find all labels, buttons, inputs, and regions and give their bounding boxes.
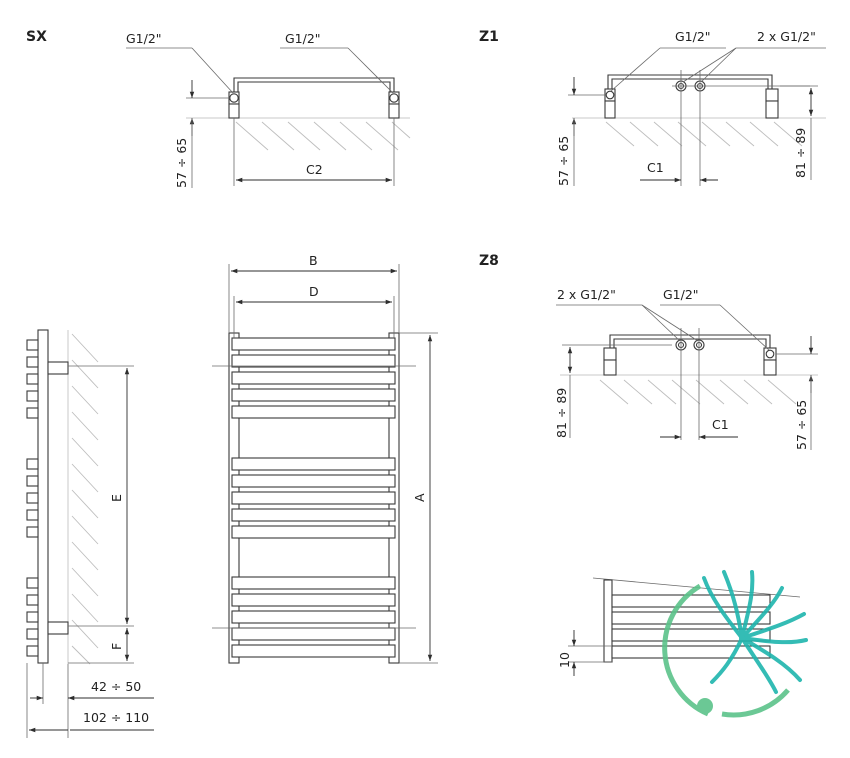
front-view: B D A xyxy=(212,253,438,664)
sx-g-label-right: G1/2" xyxy=(285,31,321,46)
z8-g-label: G1/2" xyxy=(663,287,699,302)
side-wall-hatch xyxy=(71,333,99,665)
z1-wall-hatch xyxy=(605,121,803,147)
side-post xyxy=(37,329,49,664)
z8-center-connectors xyxy=(675,339,705,351)
z8-wall-hatch xyxy=(599,379,797,405)
sx-right-valve xyxy=(388,91,400,119)
side-view: E F 42 ÷ 50 102 ÷ 110 xyxy=(26,329,154,738)
sx-height-dim: 57 ÷ 65 xyxy=(174,138,189,188)
a-label: A xyxy=(412,493,427,502)
side-dim-1-label: 42 ÷ 50 xyxy=(91,679,141,694)
z1-left-valve xyxy=(604,88,616,119)
b-label: B xyxy=(309,253,318,268)
front-rails xyxy=(231,337,396,658)
sx-leader-left xyxy=(191,47,234,94)
z8-left-block xyxy=(603,347,617,376)
z8-heading: Z8 xyxy=(479,253,499,269)
z1-g-label: G1/2" xyxy=(675,29,711,44)
z1-left-dim: 57 ÷ 65 xyxy=(556,136,571,186)
sx-pipe xyxy=(233,77,395,102)
z8-left-dim: 81 ÷ 89 xyxy=(554,388,569,438)
z8-leader-right xyxy=(719,304,770,351)
sx-c2-label: C2 xyxy=(306,162,323,177)
z8-right-dim: 57 ÷ 65 xyxy=(794,400,809,450)
z8-c1-label: C1 xyxy=(712,417,729,432)
side-dim-2-label: 102 ÷ 110 xyxy=(83,710,149,725)
z1-right-block xyxy=(765,88,779,119)
detail-rails xyxy=(611,594,771,659)
z8-pipe xyxy=(609,334,771,348)
sx-heading: SX xyxy=(26,29,47,45)
z1-c1-label: C1 xyxy=(647,160,664,175)
z8-g-double-label: 2 x G1/2" xyxy=(557,287,616,302)
sx-section: SX G1/2" G1/2" xyxy=(26,29,411,188)
z8-right-valve xyxy=(763,347,777,376)
e-label: E xyxy=(109,494,124,502)
d-label: D xyxy=(309,284,319,299)
f-label: F xyxy=(109,643,124,650)
side-rail-stubs xyxy=(26,339,39,657)
z1-right-dim: 81 ÷ 89 xyxy=(793,128,808,178)
watermark-logo xyxy=(662,570,808,718)
sx-left-valve xyxy=(228,91,240,119)
side-bracket-bottom xyxy=(47,621,69,635)
z1-leader-left xyxy=(610,47,661,92)
z1-section: Z1 xyxy=(479,29,826,186)
z1-pipe xyxy=(607,74,773,90)
side-bracket-top xyxy=(47,361,69,375)
z1-g-double-label: 2 x G1/2" xyxy=(757,29,816,44)
z1-heading: Z1 xyxy=(479,29,499,45)
detail-dim-label: 10 xyxy=(557,652,572,668)
z8-section: Z8 xyxy=(479,253,818,450)
detail-view: 10 xyxy=(557,577,801,676)
sx-g-label-left: G1/2" xyxy=(126,31,162,46)
sx-leader-right xyxy=(347,47,394,94)
sx-wall-hatch xyxy=(235,121,411,151)
